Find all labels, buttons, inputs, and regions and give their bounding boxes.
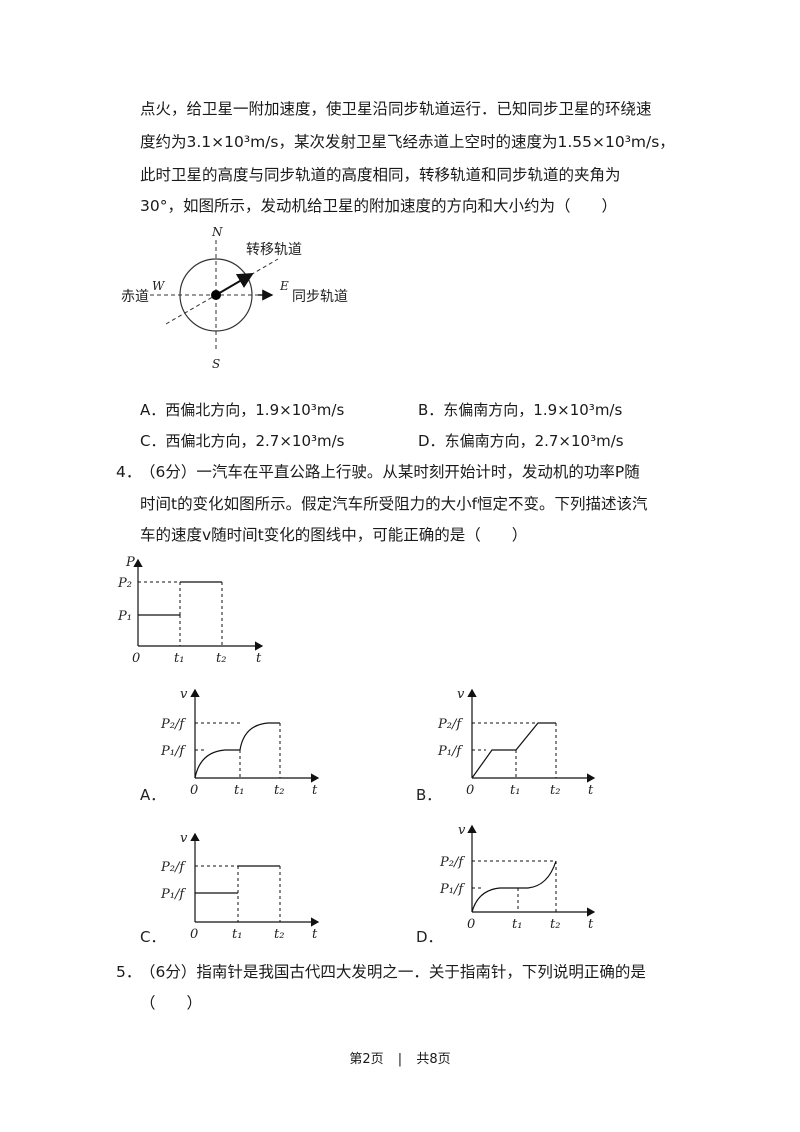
t1-label: t₁ — [510, 783, 520, 798]
q5-text: （6分）指南针是我国古代四大发明之一．关于指南针，下列说明正确的是 — [140, 963, 646, 981]
q4-line-2: 时间t的变化如图所示。假定汽车所受阻力的大小f恒定不变。下列描述该汽 — [140, 495, 648, 513]
choice-c-letter: C． — [140, 928, 165, 946]
t-label: t — [588, 783, 594, 798]
page-number: 第2页 — [349, 1052, 384, 1067]
q3-option-a[interactable]: A．西偏北方向，1.9×10³m/s — [140, 400, 344, 420]
low-label: P₁/f — [439, 882, 465, 897]
total-pages: 共8页 — [416, 1052, 451, 1067]
transfer-orbit-label: 转移轨道 — [246, 242, 302, 258]
satellite-dot — [211, 290, 221, 300]
q3-option-d[interactable]: D．东偏南方向，2.7×10³m/s — [418, 431, 624, 451]
option-letter: A． — [140, 401, 166, 419]
choice-b-letter: B． — [416, 786, 441, 804]
t2-label: t₂ — [274, 927, 284, 942]
origin-label: 0 — [190, 927, 198, 942]
p-axis-label: P — [125, 555, 135, 570]
q5-number: 5． — [116, 963, 142, 981]
t2-label: t₂ — [274, 783, 284, 798]
option-text: 西偏北方向，2.7×10³m/s — [165, 432, 345, 450]
low-label: P₁/f — [437, 744, 463, 759]
velocity-curve — [471, 860, 557, 913]
high-label: P₂/f — [437, 717, 463, 732]
low-label: P₁/f — [160, 744, 186, 759]
q3-line-3: 此时卫星的高度与同步轨道的高度相同，转移轨道和同步轨道的夹角为 — [140, 166, 621, 184]
footer-separator: | — [397, 1052, 403, 1067]
origin-label: 0 — [190, 783, 198, 798]
page-footer: 第2页 | 共8页 — [0, 1048, 800, 1067]
q3-option-b[interactable]: B．东偏南方向，1.9×10³m/s — [418, 400, 622, 420]
sync-orbit-label: 同步轨道 — [292, 289, 348, 305]
t1-label: t₁ — [234, 783, 244, 798]
option-letter: D． — [418, 432, 445, 450]
t-label: t — [312, 783, 318, 798]
q5-blank: （ ） — [140, 994, 203, 1012]
velocity-curve — [194, 722, 280, 779]
high-label: P₂/f — [160, 860, 186, 875]
q3-option-c[interactable]: C．西偏北方向，2.7×10³m/s — [140, 431, 345, 451]
t-axis-label: t — [256, 651, 262, 666]
high-label: P₂/f — [160, 717, 186, 732]
v-label: v — [458, 823, 466, 838]
option-text: 东偏南方向，2.7×10³m/s — [444, 432, 624, 450]
origin-label: 0 — [466, 783, 474, 798]
t1-label: t₁ — [174, 651, 184, 666]
v-label: v — [180, 831, 188, 846]
q4-line-3: 车的速度v随时间t变化的图线中，可能正确的是（ ） — [140, 526, 528, 544]
t2-label: t₂ — [216, 651, 226, 666]
origin-label: 0 — [467, 917, 475, 932]
q4-line-1: （6分）一汽车在平直公路上行驶。从某时刻开始计时，发动机的功率P随 — [140, 463, 640, 481]
option-letter: B． — [418, 401, 444, 419]
p1-label: P₁ — [117, 609, 132, 624]
transfer-orbit-arrow — [215, 272, 254, 296]
choice-d-letter: D． — [416, 928, 443, 946]
north-label: N — [211, 225, 223, 239]
v-label: v — [180, 687, 188, 702]
option-text: 东偏南方向，1.9×10³m/s — [443, 401, 623, 419]
velocity-curve — [471, 722, 556, 779]
t1-label: t₁ — [512, 917, 522, 932]
west-label: W — [152, 279, 166, 293]
equator-label: 赤道 — [121, 289, 149, 305]
q3-line-1: 点火，给卫星一附加速度，使卫星沿同步轨道运行．已知同步卫星的环绕速 — [140, 100, 652, 118]
option-text: 西偏北方向，1.9×10³m/s — [165, 401, 345, 419]
q3-line-2: 度约为3.1×10³m/s，某次发射卫星飞经赤道上空时的速度为1.55×10³m… — [140, 133, 675, 151]
t-label: t — [588, 917, 594, 932]
t2-label: t₂ — [550, 917, 560, 932]
q3-line-4: 30°，如图所示，发动机给卫星的附加速度的方向和大小约为（ ） — [140, 197, 617, 215]
south-label: S — [212, 357, 220, 371]
t1-label: t₁ — [232, 927, 242, 942]
power-time-graph: P P₂ P₁ 0 t₁ t₂ t — [117, 555, 264, 666]
q4-number: 4． — [116, 463, 142, 481]
t-label: t — [312, 927, 318, 942]
east-label: E — [279, 279, 289, 293]
option-letter: C． — [140, 432, 166, 450]
orbit-diagram: N S W E 赤道 转移轨道 同步轨道 — [121, 225, 348, 371]
low-label: P₁/f — [160, 887, 186, 902]
high-label: P₂/f — [439, 855, 465, 870]
choice-a-letter: A． — [140, 786, 165, 804]
origin-label: 0 — [132, 651, 140, 666]
p2-label: P₂ — [117, 576, 132, 591]
t2-label: t₂ — [550, 783, 560, 798]
v-label: v — [457, 687, 465, 702]
